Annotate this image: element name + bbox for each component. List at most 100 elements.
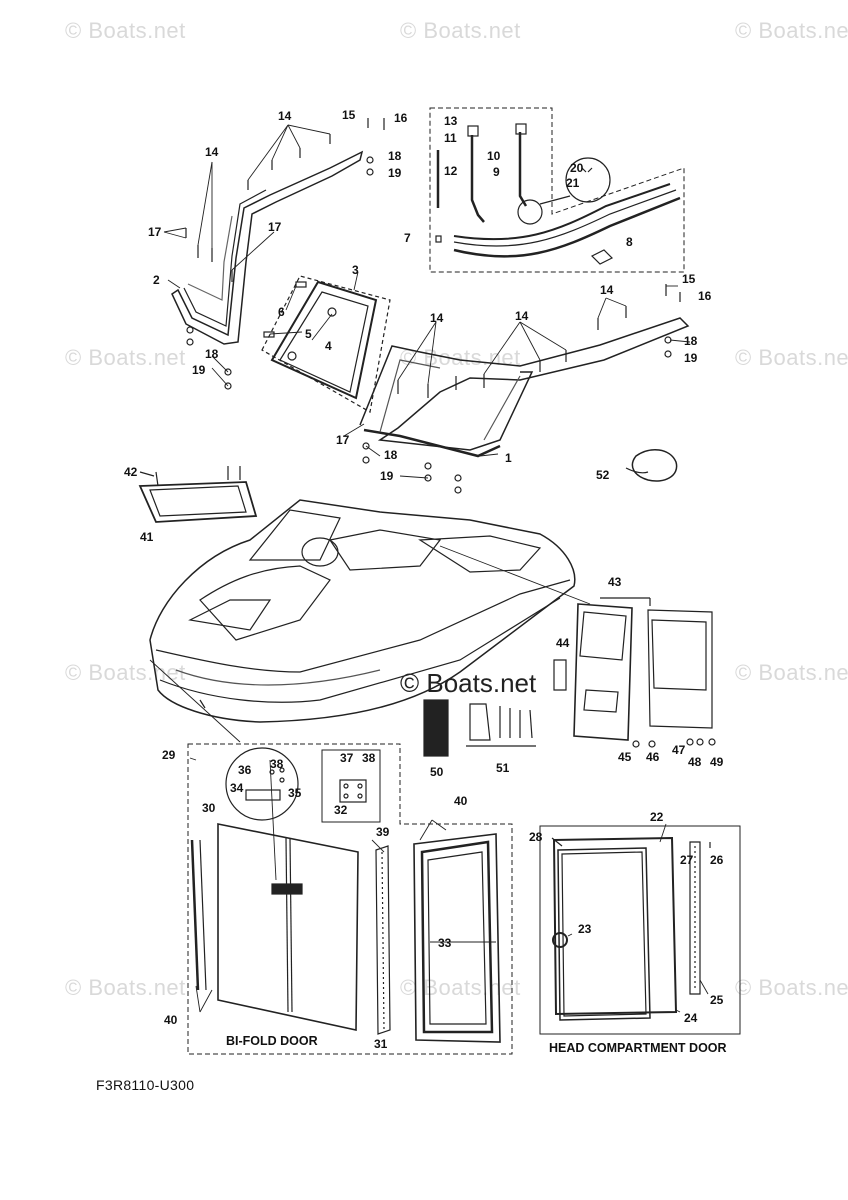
antenna-rods — [435, 123, 528, 243]
callout-22: 22 — [650, 810, 664, 824]
watermark: © Boats.net — [400, 975, 521, 1000]
head-door-box — [539, 823, 741, 1035]
callout-48: 48 — [688, 755, 702, 769]
hinge-32 — [339, 779, 367, 803]
callout-16: 16 — [394, 111, 408, 125]
callout-14: 14 — [278, 109, 292, 123]
leader-lines — [163, 124, 691, 479]
callout-16: 16 — [698, 289, 712, 303]
callout-31: 31 — [374, 1037, 388, 1051]
callout-34: 34 — [230, 781, 244, 795]
callout-26: 26 — [710, 853, 724, 867]
detail-circle-20-21 — [517, 157, 611, 225]
callout-46: 46 — [646, 750, 660, 764]
callout-15: 15 — [342, 108, 356, 122]
callout-39: 39 — [376, 825, 390, 839]
bracket-8 — [590, 249, 614, 265]
callout-3: 3 — [352, 263, 359, 277]
callout-13: 13 — [444, 114, 458, 128]
watermark: © Boats.net — [65, 18, 186, 43]
callout-19: 19 — [380, 469, 394, 483]
callout-29: 29 — [162, 748, 176, 762]
callout-1: 1 — [505, 451, 512, 465]
callout-40: 40 — [454, 794, 468, 808]
boat-hull — [149, 499, 576, 723]
boat-leader-lines — [149, 545, 591, 743]
bifold-leaders — [189, 757, 496, 1013]
callout-23: 23 — [578, 922, 592, 936]
callout-47: 47 — [672, 743, 686, 757]
detail-circle-34-36 — [225, 747, 299, 821]
callout-18: 18 — [684, 334, 698, 348]
callout-50: 50 — [430, 765, 444, 779]
pad-50 — [423, 699, 449, 757]
callout-17: 17 — [268, 220, 282, 234]
windshield-left-frame — [171, 150, 364, 345]
compartment-43 — [553, 597, 716, 748]
head-compartment-door-caption: HEAD COMPARTMENT DOOR — [549, 1041, 727, 1055]
windshield-center-panel — [261, 275, 391, 413]
callout-18: 18 — [205, 347, 219, 361]
watermark: © Boats.net — [735, 345, 848, 370]
watermark: © Boats.net — [735, 660, 848, 685]
callout-37: 37 — [340, 751, 354, 765]
trim-strip-31 — [375, 845, 391, 1035]
callout-52: 52 — [596, 468, 610, 482]
callout-7: 7 — [404, 231, 411, 245]
watermark: © Boats.net — [735, 975, 848, 1000]
callout-11: 11 — [444, 131, 457, 145]
watermark: © Boats.net — [400, 345, 521, 370]
tray-41 — [138, 466, 258, 523]
watermark: © Boats.net — [65, 660, 186, 685]
callout-38-detail: 38 — [270, 757, 284, 771]
toolkit-51 — [466, 703, 536, 747]
callout-14: 14 — [430, 311, 444, 325]
callout-32: 32 — [334, 803, 348, 817]
callout-8: 8 — [626, 235, 633, 249]
fastener-set — [185, 118, 681, 494]
callout-45: 45 — [618, 750, 632, 764]
inset-dashed-box — [429, 107, 685, 273]
windshield-right-frame — [359, 317, 690, 458]
callout-12: 12 — [444, 164, 458, 178]
watermark: © Boats.net — [735, 18, 848, 43]
callout-6: 6 — [278, 305, 285, 319]
callout-18: 18 — [384, 448, 398, 462]
callout-14: 14 — [205, 145, 219, 159]
callout-40: 40 — [164, 1013, 178, 1027]
callout-5: 5 — [305, 327, 312, 341]
callout-9: 9 — [493, 165, 500, 179]
callout-51: 51 — [496, 761, 510, 775]
callout-19: 19 — [192, 363, 206, 377]
callout-33: 33 — [438, 936, 452, 950]
bifold-door-caption: BI-FOLD DOOR — [226, 1034, 318, 1048]
callout-19: 19 — [684, 351, 698, 365]
mirror-52 — [625, 449, 678, 482]
callout-25: 25 — [710, 993, 724, 1007]
callout-36: 36 — [238, 763, 252, 777]
callout-38: 38 — [362, 751, 376, 765]
callout-41: 41 — [140, 530, 154, 544]
callout-2: 2 — [153, 273, 160, 287]
bifold-door-panels — [190, 759, 359, 1031]
callout-43: 43 — [608, 575, 622, 589]
callout-17: 17 — [148, 225, 162, 239]
callout-14: 14 — [515, 309, 529, 323]
callout-49: 49 — [710, 755, 724, 769]
callout-30: 30 — [202, 801, 216, 815]
callout-35: 35 — [288, 786, 302, 800]
drawing-code: F3R8110-U300 — [96, 1077, 195, 1093]
callout-18: 18 — [388, 149, 402, 163]
bifold-dashed-box — [187, 743, 513, 1055]
callout-17: 17 — [336, 433, 350, 447]
callout-4: 4 — [325, 339, 332, 353]
callout-28: 28 — [529, 830, 543, 844]
callout-24: 24 — [684, 1011, 698, 1025]
callout-44: 44 — [556, 636, 570, 650]
watermark: © Boats.net — [65, 975, 186, 1000]
callout-20: 20 — [570, 161, 584, 175]
callout-19: 19 — [388, 166, 402, 180]
callout-10: 10 — [487, 149, 501, 163]
